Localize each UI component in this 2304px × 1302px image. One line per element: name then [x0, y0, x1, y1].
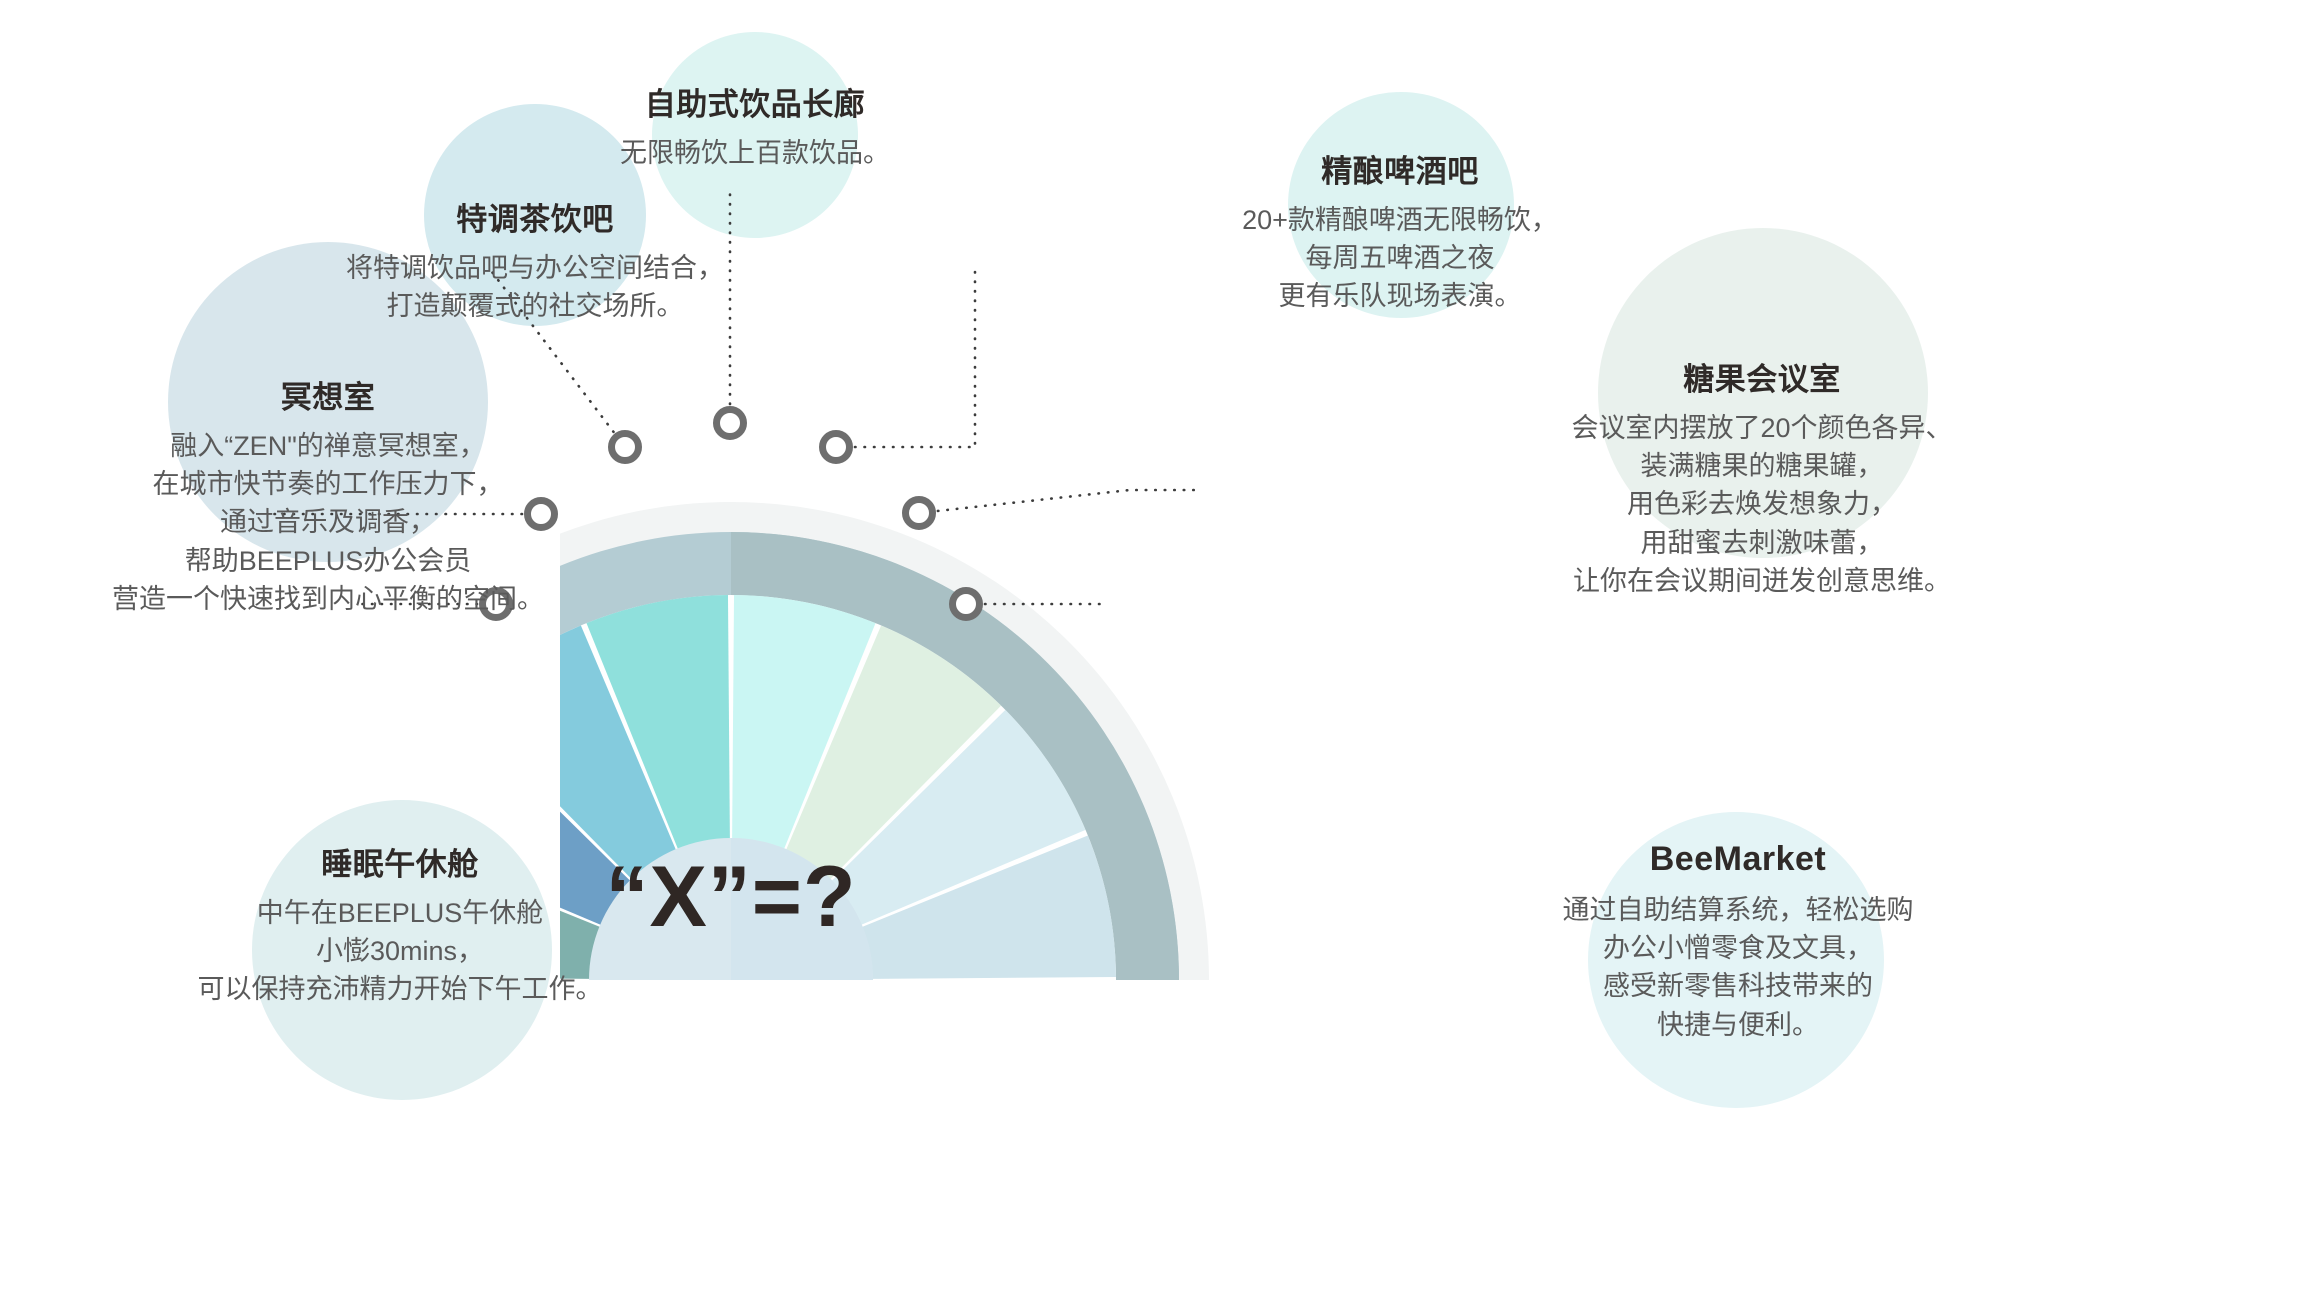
label-title-beer-bar: 精酿啤酒吧	[1321, 154, 1479, 189]
label-body-beemarket: 通过自助结算系统，轻松选购 办公小憎零食及文具， 感受新零售科技带来的 快捷与便…	[1562, 894, 1914, 1040]
label-title-candy-room: 糖果会议室	[1683, 362, 1841, 397]
blob-beer-bar	[1288, 92, 1514, 318]
label-body-beer-bar: 20+款精酿啤酒无限畅饮， 每周五啤酒之夜 更有乐队现场表演。	[1242, 204, 1558, 312]
label-meditation[interactable]: 冥想室 融入“ZEN"的禅意冥想室， 在城市快节奏的工作压力下， 通过音乐及调香…	[88, 378, 568, 618]
label-title-drink-hall: 自助式饮品长廊	[644, 87, 866, 122]
label-title-tea-bar: 特调茶饮吧	[456, 202, 614, 237]
node-candy-room[interactable]	[902, 496, 936, 530]
node-tea-bar[interactable]	[608, 430, 642, 464]
node-drink-hall[interactable]	[713, 406, 747, 440]
blob-nap-pod	[252, 800, 552, 1100]
label-tea-bar[interactable]: 特调茶饮吧 将特调饮品吧与办公空间结合， 打造颠覆式的社交场所。	[300, 200, 770, 325]
label-drink-hall[interactable]: 自助式饮品长廊 无限畅饮上百款饮品。	[545, 85, 965, 172]
label-beemarket[interactable]: BeeMarket 通过自助结算系统，轻松选购 办公小憎零食及文具， 感受新零售…	[1488, 838, 1988, 1044]
label-candy-room[interactable]: 糖果会议室 会议室内摆放了20个颜色各异、 装满糖果的糖果罐， 用色彩去焕发想象…	[1512, 360, 2012, 600]
node-beemarket[interactable]	[949, 587, 983, 621]
label-body-tea-bar: 将特调饮品吧与办公空间结合， 打造颠覆式的社交场所。	[346, 252, 724, 321]
label-title-beemarket: BeeMarket	[1649, 840, 1827, 878]
label-nap-pod[interactable]: 睡眠午休舱 中午在BEEPLUS午休舱 小憉30mins， 可以保持充沛精力开始…	[130, 845, 670, 1009]
label-title-meditation: 冥想室	[280, 380, 376, 415]
blob-drink-hall	[652, 32, 858, 238]
node-beer-bar[interactable]	[819, 430, 853, 464]
connector-beer-bar	[834, 270, 977, 449]
connector-candy-room	[917, 488, 1204, 515]
blob-candy-room	[1598, 228, 1928, 558]
label-body-drink-hall: 无限畅饮上百款饮品。	[620, 137, 890, 168]
blob-meditation	[168, 242, 488, 562]
label-body-candy-room: 会议室内摆放了20个颜色各异、 装满糖果的糖果罐， 用色彩去焕发想象力， 用甜蜜…	[1571, 412, 1953, 596]
label-beer-bar[interactable]: 精酿啤酒吧 20+款精酿啤酒无限畅饮， 每周五啤酒之夜 更有乐队现场表演。	[1180, 152, 1620, 316]
blob-beemarket	[1588, 812, 1884, 1108]
label-title-nap-pod: 睡眠午休舱	[321, 847, 479, 882]
center-equation: “X”=?	[605, 849, 857, 945]
label-body-nap-pod: 中午在BEEPLUS午休舱 小憉30mins， 可以保持充沛精力开始下午工作。	[197, 897, 603, 1005]
label-body-meditation: 融入“ZEN"的禅意冥想室， 在城市快节奏的工作压力下， 通过音乐及调香， 帮助…	[112, 430, 544, 614]
